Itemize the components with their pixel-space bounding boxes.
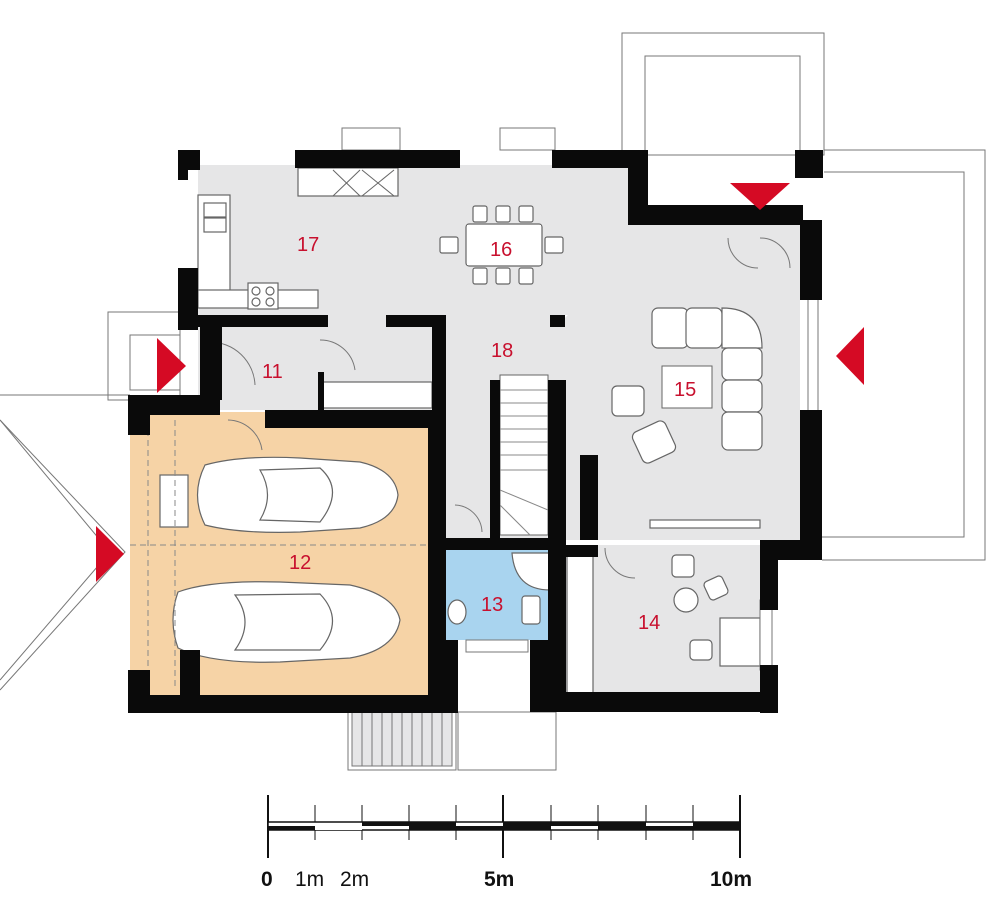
car-icon (196, 456, 399, 533)
walls (128, 150, 823, 713)
car-icon (172, 581, 401, 663)
tv-stand (649, 519, 761, 529)
toilet-icon (447, 595, 541, 625)
room-number-15: 15 (674, 379, 696, 401)
terrace-outline (107, 32, 986, 561)
armchair (611, 385, 645, 417)
entrance-arrow-icon (157, 338, 186, 393)
wardrobe (566, 547, 594, 694)
stairs-icon (499, 374, 549, 536)
room-number-13: 13 (481, 594, 503, 616)
entry-steps (347, 711, 557, 771)
room-15-label-box (661, 365, 713, 409)
scale-label-5m: 5m (484, 868, 514, 891)
room-number-14: 14 (638, 612, 660, 634)
room-number-11: 11 (262, 361, 283, 383)
room-number-17: 17 (297, 234, 319, 256)
scale-bar: 0 1m 2m 5m 10m (261, 795, 752, 891)
sink-icon (203, 202, 227, 233)
hall-wardrobe (321, 381, 433, 409)
scale-label-0: 0 (261, 868, 273, 891)
garage-shelf (159, 474, 189, 528)
entrance-arrow-icon (730, 183, 790, 210)
entrance-arrow-icon (836, 327, 864, 385)
room-number-16: 16 (490, 239, 512, 261)
scale-label-2m: 2m (340, 868, 369, 891)
entrance-arrow-icon (96, 526, 124, 582)
room-number-12: 12 (289, 552, 311, 574)
sofa-icon (651, 307, 763, 451)
pouf (631, 420, 677, 464)
room-number-18: 18 (491, 340, 513, 362)
stove-icon (247, 282, 279, 310)
scale-label-1m: 1m (295, 868, 324, 891)
room-16-label-box (467, 225, 541, 265)
scale-label-10m: 10m (710, 868, 752, 891)
